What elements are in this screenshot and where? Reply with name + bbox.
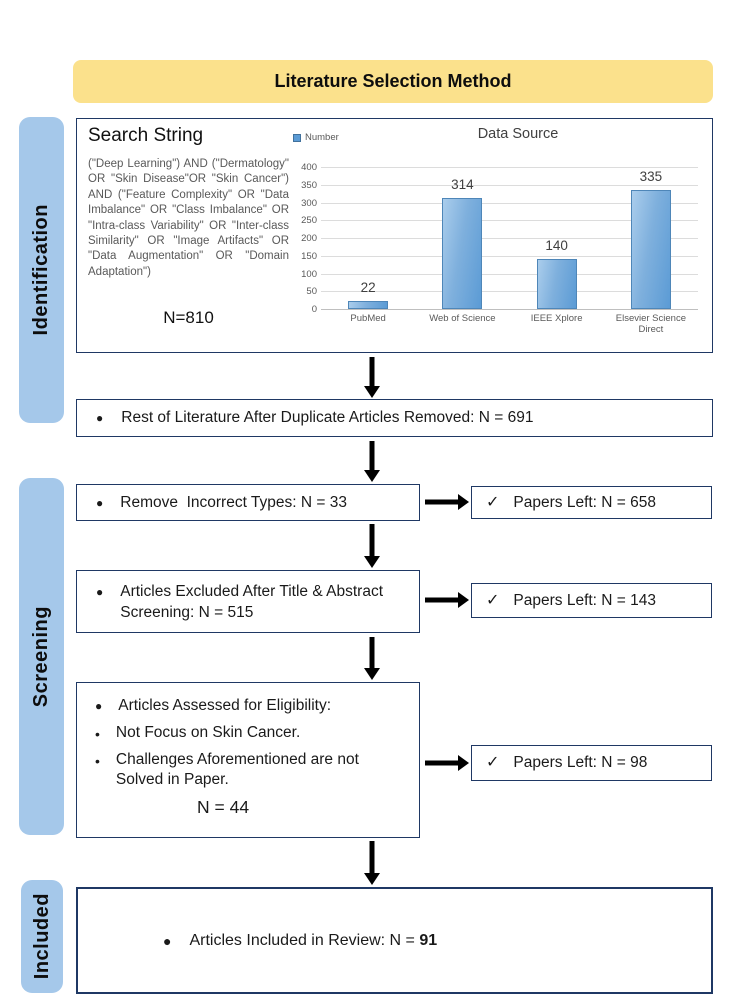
- sidebar-identification-label: Identification: [30, 204, 52, 336]
- x-axis-label: IEEE Xplore: [530, 313, 583, 324]
- box-eligibility: ● Articles Assessed for Eligibility: • N…: [76, 682, 420, 838]
- gridline: [321, 167, 698, 168]
- gridline: [321, 291, 698, 293]
- box-papers-left-98: ✓ Papers Left: N = 98: [471, 745, 712, 781]
- excluded-title-abstract-label: Articles Excluded After Title & Abstract…: [120, 583, 384, 621]
- box-included-in-review: ● Articles Included in Review: N = 91: [76, 887, 713, 994]
- page-title: Literature Selection Method: [73, 60, 713, 103]
- eligibility-bullet-2: Challenges Aforementioned are not Solved…: [115, 751, 359, 788]
- gridline: [321, 184, 698, 186]
- papers-left-98-label: Papers Left: N = 98: [513, 754, 648, 771]
- sub-bullet-icon: •: [95, 753, 100, 769]
- sidebar-included-label: Included: [30, 893, 53, 980]
- bullet-icon: ●: [96, 411, 104, 425]
- check-icon: ✓: [486, 754, 500, 771]
- down-arrow-4: [364, 637, 380, 680]
- down-arrow-5: [364, 841, 380, 885]
- gridline: [321, 220, 698, 222]
- box-papers-left-143: ✓ Papers Left: N = 143: [471, 583, 712, 618]
- sidebar-identification: Identification: [19, 117, 64, 423]
- box-excluded-title-abstract: ● Articles Excluded After Title & Abstra…: [76, 570, 420, 633]
- y-axis-tick: 100: [301, 268, 317, 280]
- included-count: 91: [419, 931, 438, 949]
- y-axis-tick: 400: [301, 162, 317, 173]
- down-arrow-2: [364, 441, 380, 482]
- eligibility-count: N = 44: [197, 797, 250, 817]
- bullet-icon: ●: [96, 585, 104, 599]
- search-total-count: N=810: [163, 308, 214, 327]
- gridline: [321, 255, 698, 257]
- box-duplicates-removed: ● Rest of Literature After Duplicate Art…: [76, 399, 713, 437]
- down-arrow-3: [364, 524, 380, 568]
- y-axis-tick: 350: [301, 179, 317, 191]
- right-arrow-2: [425, 592, 469, 608]
- chart-title: Data Source: [477, 126, 559, 142]
- y-axis-tick: 250: [301, 215, 317, 227]
- y-axis-tick: 150: [301, 250, 317, 262]
- sidebar-screening: Screening: [19, 478, 64, 835]
- bar-data-label: 22: [360, 280, 376, 296]
- remove-incorrect-label: Remove Incorrect Types: N = 33: [120, 493, 347, 511]
- sub-bullet-icon: •: [95, 726, 100, 742]
- x-axis-label: Web of Science: [429, 313, 496, 324]
- y-axis-tick: 0: [311, 304, 317, 315]
- data-source-chart: Number Data Source 0 50 100 150 200 250 300 350…: [287, 123, 709, 351]
- bullet-icon: ●: [96, 495, 104, 510]
- bar-ieee-xplore: [536, 259, 577, 309]
- included-in-review-label: Articles Included in Review: N = 91: [189, 932, 437, 950]
- bar-data-label: 335: [639, 169, 663, 185]
- gridline: [321, 202, 698, 204]
- bar-data-label: 140: [545, 238, 568, 254]
- sidebar-included: Included: [21, 880, 63, 993]
- check-icon: ✓: [486, 493, 500, 511]
- bar-elsevier-science-direct: [630, 190, 671, 309]
- right-arrow-3: [425, 755, 469, 771]
- bar-pubmed: [348, 301, 389, 309]
- gridline: [321, 309, 698, 310]
- check-icon: ✓: [486, 591, 500, 609]
- included-prefix: Articles Included in Review: N =: [189, 931, 420, 949]
- bar-web-of-science: [442, 197, 483, 309]
- bullet-icon: ●: [95, 699, 103, 713]
- y-axis-tick: 300: [301, 197, 317, 209]
- search-string-heading: Search String: [88, 125, 204, 146]
- y-axis-tick: 200: [301, 233, 317, 244]
- down-arrow-1: [364, 357, 380, 398]
- legend-label: Number: [305, 132, 339, 143]
- papers-left-143-label: Papers Left: N = 143: [513, 591, 657, 609]
- box-remove-incorrect-types: ● Remove Incorrect Types: N = 33: [76, 484, 420, 521]
- gridline: [321, 273, 698, 275]
- eligibility-heading: Articles Assessed for Eligibility:: [118, 697, 332, 714]
- duplicates-removed-label: Rest of Literature After Duplicate Artic…: [121, 409, 534, 426]
- search-query-text: ("Deep Learning") AND ("Dermatology" OR …: [88, 158, 289, 278]
- page-title-label: Literature Selection Method: [274, 71, 512, 91]
- x-axis-label: Elsevier Science Direct: [615, 313, 686, 336]
- chart-legend: Number: [293, 132, 339, 143]
- sidebar-screening-label: Screening: [30, 605, 52, 708]
- eligibility-bullet-1: Not Focus on Skin Cancer.: [115, 724, 301, 741]
- bar-data-label: 314: [451, 176, 474, 192]
- search-string-box: Search String ("Deep Learning") AND ("De…: [76, 118, 713, 353]
- legend-swatch-icon: [293, 133, 301, 142]
- gridline: [321, 238, 698, 239]
- papers-left-658-label: Papers Left: N = 658: [513, 493, 657, 511]
- x-axis-label: PubMed: [350, 313, 386, 324]
- y-axis-tick: 50: [306, 286, 317, 298]
- bullet-icon: ●: [163, 932, 172, 949]
- right-arrow-1: [425, 494, 469, 510]
- box-papers-left-658: ✓ Papers Left: N = 658: [471, 486, 712, 519]
